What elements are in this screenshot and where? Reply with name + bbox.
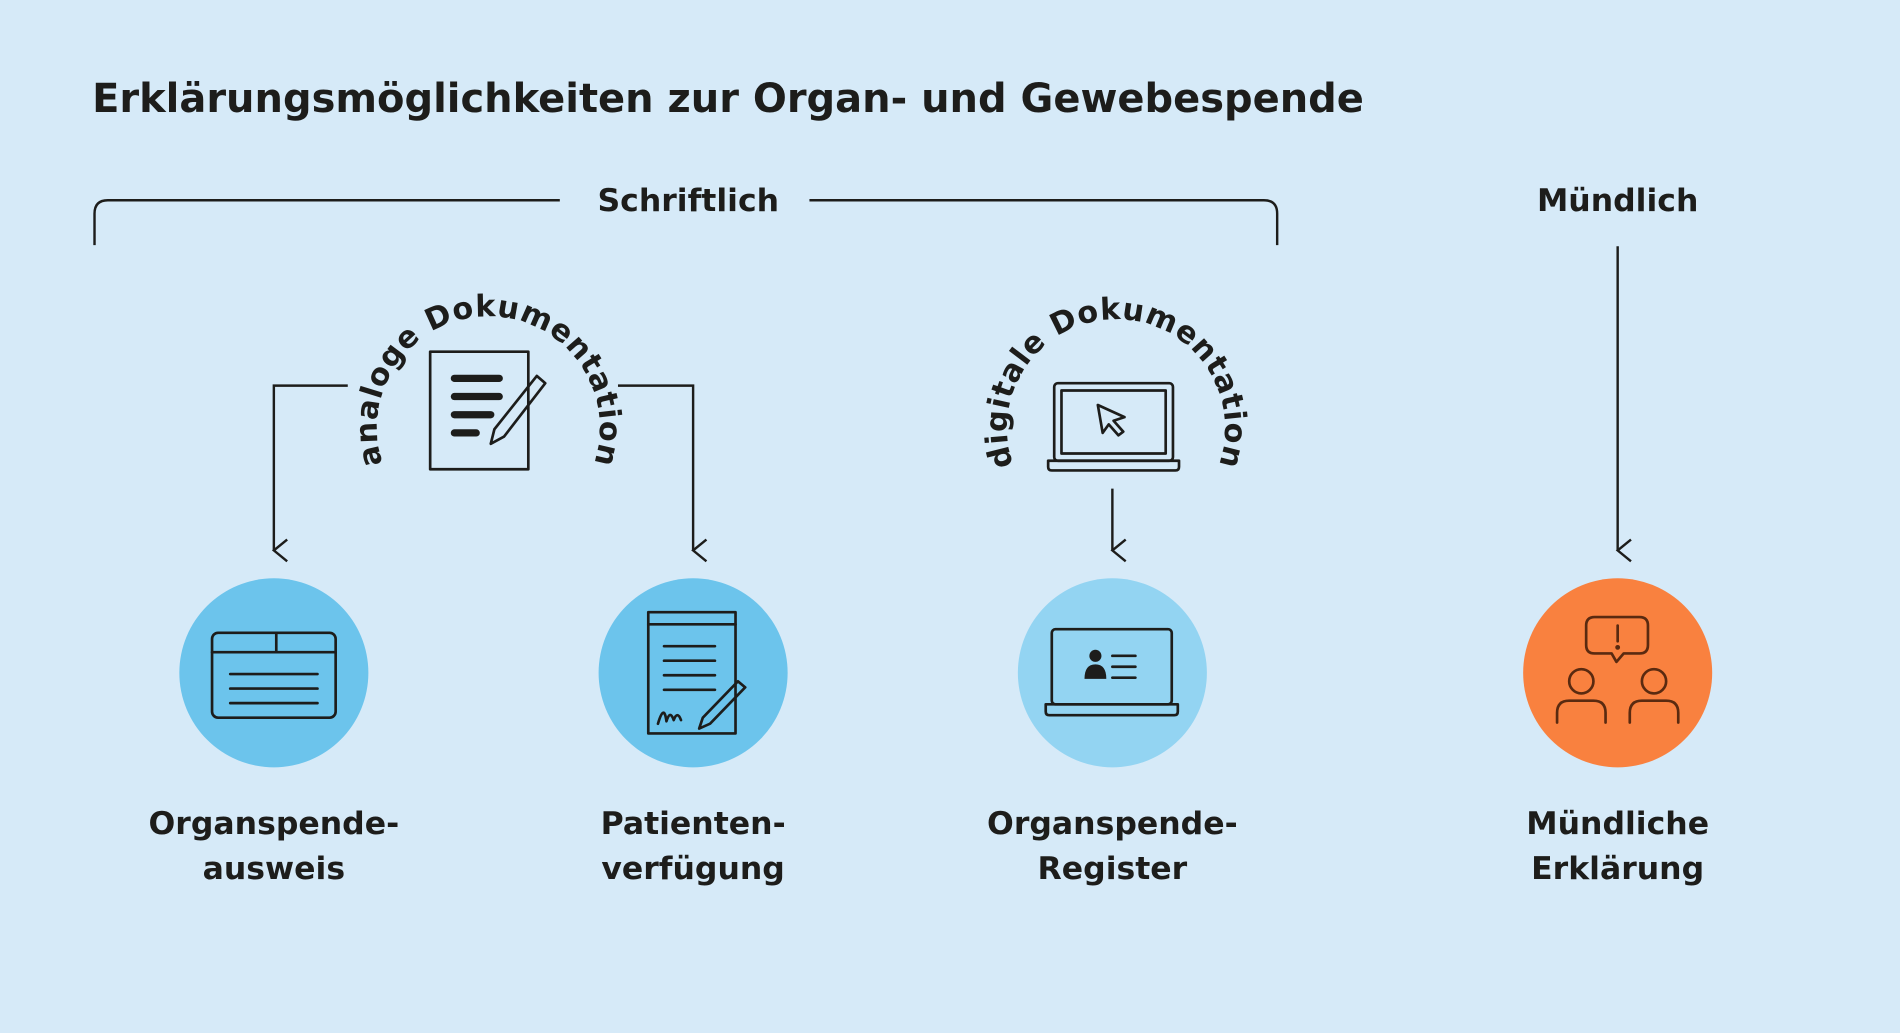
laptop-cursor-icon [1046, 381, 1181, 472]
option-label-line1: Mündliche [1526, 806, 1709, 842]
option-patientenverfuegung: Patienten- verfügung [598, 578, 788, 887]
document-pen-icon [428, 350, 547, 471]
group-written-label: Schriftlich [597, 183, 779, 219]
group-oral-label: Mündlich [1537, 183, 1698, 219]
conversation-icon [1555, 615, 1680, 724]
option-organspendeausweis: Organspende- ausweis [149, 578, 400, 887]
option-label-line1: Organspende- [987, 806, 1238, 842]
option-label-line2: Register [1038, 851, 1188, 887]
option-label-line1: Patienten- [601, 806, 786, 842]
signed-document-icon [646, 610, 747, 735]
bracket-left [93, 199, 560, 246]
option-organspende-register: Organspende- Register [987, 578, 1238, 887]
circle [1017, 578, 1207, 768]
option-label-line2: ausweis [203, 851, 345, 887]
id-card-icon [210, 631, 337, 719]
arrow-to-organspendeausweis [271, 384, 348, 563]
circle [598, 578, 788, 768]
option-label-line2: verfügung [601, 851, 785, 887]
option-label-line2: Erklärung [1531, 851, 1704, 887]
arrow-to-patientenverfuegung [617, 384, 708, 563]
circle [1523, 578, 1713, 768]
bracket-right [809, 199, 1279, 246]
laptop-profile-icon [1044, 627, 1180, 717]
page-title: Erklärungsmöglichkeiten zur Organ- und G… [92, 76, 1364, 122]
option-label-line1: Organspende- [149, 806, 400, 842]
option-muendliche-erklaerung: Mündliche Erklärung [1523, 578, 1713, 887]
